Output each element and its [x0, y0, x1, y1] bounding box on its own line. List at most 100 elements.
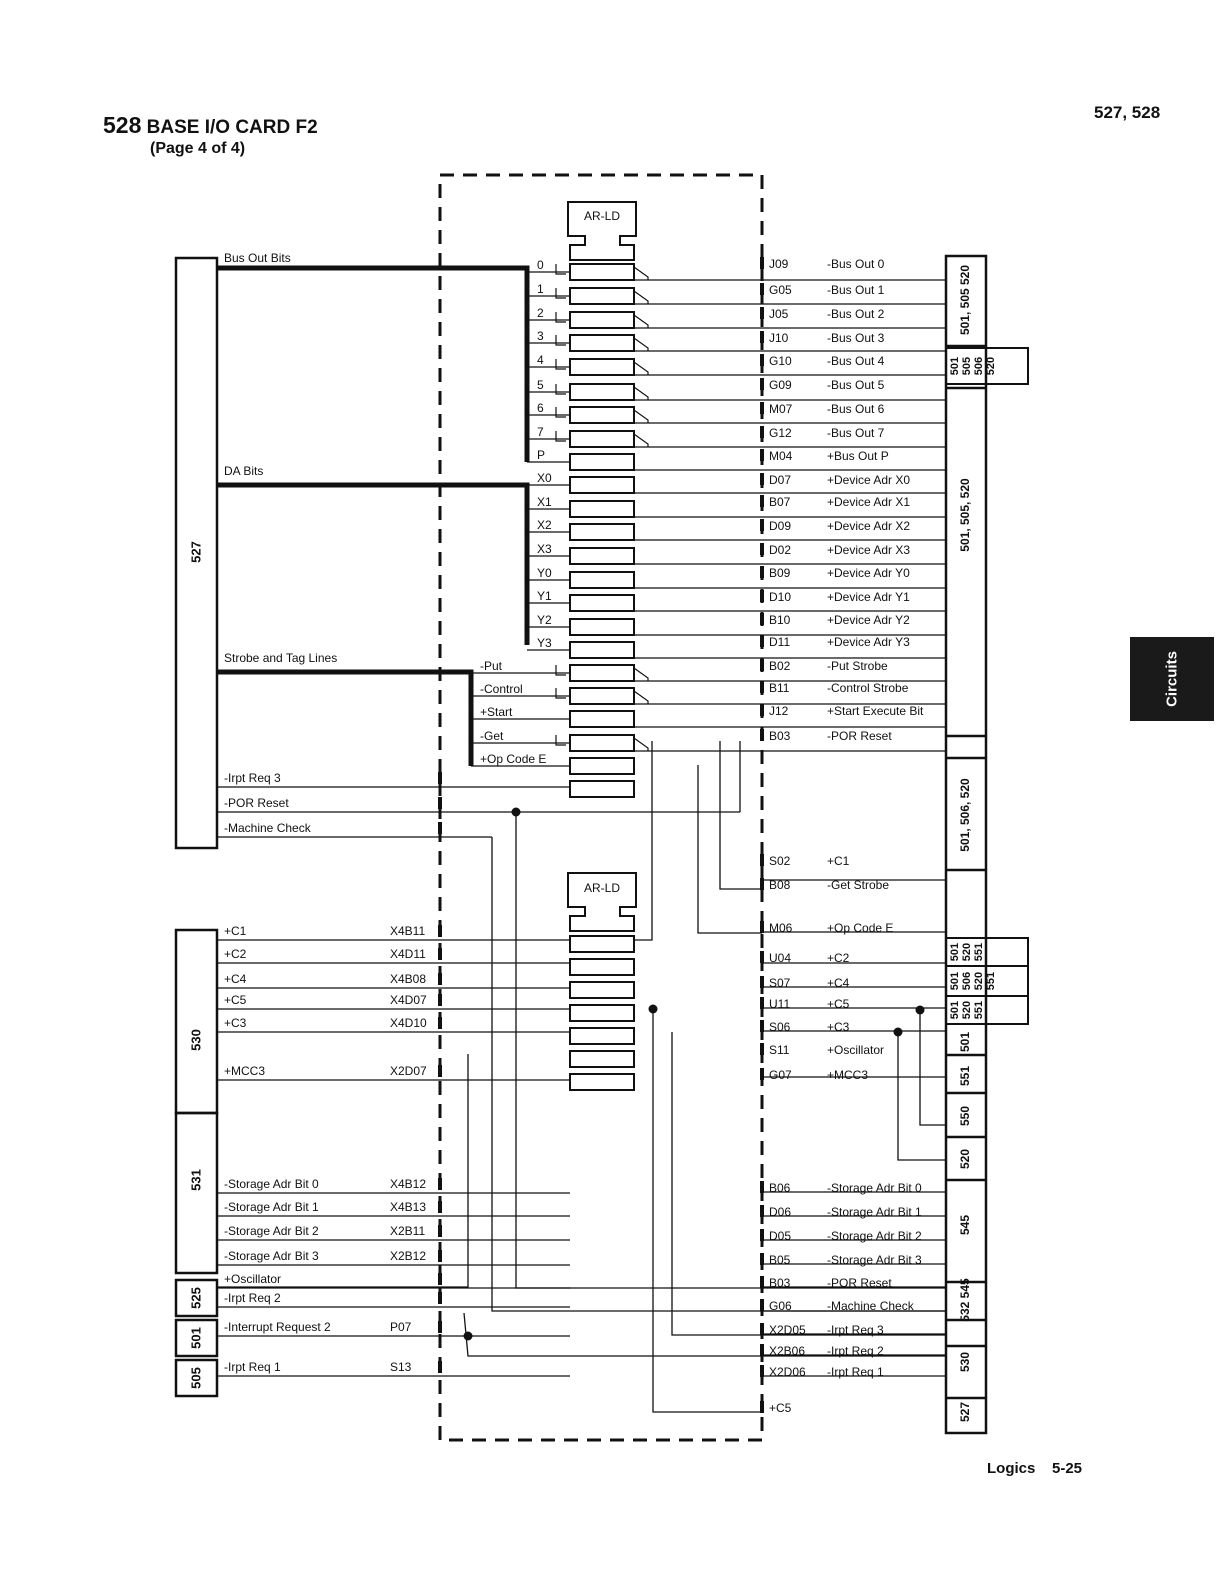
right-signal-label: +Bus Out P: [827, 449, 889, 463]
connector-pin-label: D11: [769, 635, 790, 649]
connector-pin-label: B07: [769, 495, 791, 509]
side-box-label: 501: [949, 357, 961, 375]
side-box-label: 520: [973, 972, 985, 990]
right-signal-label: +Device Adr X2: [827, 519, 910, 533]
c1-route: [634, 741, 653, 941]
connector-pin-mark: [438, 1201, 442, 1213]
chip-input-label: -Get: [480, 729, 504, 743]
left-signal-label: +C3: [224, 1016, 247, 1030]
right-signal-label: -Bus Out 5: [827, 378, 885, 392]
connector-pin-mark: [760, 1299, 764, 1311]
chip-input-label: -Control: [480, 682, 523, 696]
connector-pin-label: X2D06: [769, 1365, 806, 1379]
irpt-req3-route: [671, 1032, 946, 1336]
connector-pin-label: G12: [769, 426, 792, 440]
connector-pin-mark: [760, 473, 764, 485]
connector-pin-mark: [760, 331, 764, 343]
page-references: 527, 528: [1094, 103, 1161, 122]
connector-pin-mark: [760, 449, 764, 461]
side-box-label: 501: [949, 1001, 961, 1019]
chip-cell: [569, 958, 635, 976]
page-number: 528: [103, 112, 142, 138]
connector-pin-mark: [438, 1178, 442, 1190]
right-block-label: 520: [958, 1149, 972, 1169]
connector-pin-label: J12: [769, 704, 789, 718]
side-box-label: 551: [973, 943, 985, 961]
chip-header: [567, 872, 637, 932]
right-block-label: 551: [958, 1066, 972, 1086]
connector-pin-mark: [438, 948, 442, 960]
right-block-label: 501, 505 520: [958, 265, 972, 335]
chip-cell: [569, 594, 635, 612]
connector-pin-mark: [438, 1273, 442, 1285]
chip-cell: [569, 406, 635, 424]
output-mark: [633, 409, 649, 423]
connector-pin-label: B03: [769, 729, 791, 743]
connector-pin-label: B08: [769, 878, 791, 892]
right-signal-label: -Control Strobe: [827, 681, 909, 695]
connector-pin-mark: [438, 1361, 442, 1373]
chip-cell: [569, 1027, 635, 1045]
right-signal-label: -Bus Out 3: [827, 331, 885, 345]
output-mark: [633, 290, 649, 304]
output-mark: [633, 433, 649, 447]
chip-input-label: Y0: [537, 566, 552, 580]
right-block-label: 545: [958, 1215, 972, 1235]
right-signal-label: +Device Adr Y0: [827, 566, 910, 580]
left-block-531: [174, 1111, 219, 1275]
connector-pin-label: S02: [769, 854, 791, 868]
junction-dot: [648, 1004, 658, 1014]
connector-pin-mark: [760, 402, 764, 414]
left-block-label: 527: [188, 541, 203, 563]
chip-header: [567, 201, 637, 261]
left-block-label: 525: [188, 1287, 203, 1309]
right-signal-label: +Device Adr Y2: [827, 613, 910, 627]
connector-pin-label: G10: [769, 354, 792, 368]
right-signal-label: -Get Strobe: [827, 878, 889, 892]
connector-pin-mark: [760, 257, 764, 269]
output-mark: [633, 737, 649, 751]
left-pin-label: X4D10: [390, 1016, 427, 1030]
inverter-mark: [555, 735, 566, 746]
connector-pin-mark: [760, 566, 764, 578]
left-signal-label: -POR Reset: [224, 796, 289, 810]
title-text: BASE I/O CARD F2: [146, 117, 318, 138]
connector-pin-mark: [438, 925, 442, 937]
chip-cell: [569, 523, 635, 541]
connector-pin-mark: [760, 378, 764, 390]
connector-pin-label: M04: [769, 449, 793, 463]
chip-input-label: -Put: [480, 659, 503, 673]
connector-pin-mark: [760, 1068, 764, 1080]
connector-pin-mark: [760, 1276, 764, 1288]
connector-pin-label: S06: [769, 1020, 791, 1034]
chip-input-label: +Op Code E: [480, 752, 546, 766]
left-signal-label: -Storage Adr Bit 2: [224, 1224, 319, 1238]
inverter-mark: [555, 384, 566, 395]
strobe-tag-bus: [217, 669, 474, 766]
c3-route: [897, 1032, 946, 1161]
side-box-label: 501: [949, 943, 961, 961]
chip-label-ar-ld: AR-LD: [584, 209, 620, 223]
chip-cell: [569, 935, 635, 953]
left-signal-label: +C1: [224, 924, 247, 938]
right-signal-label: -Bus Out 6: [827, 402, 885, 416]
connector-pin-mark: [760, 1253, 764, 1265]
right-signal-label: -Storage Adr Bit 1: [827, 1205, 922, 1219]
section-tab[interactable]: Circuits: [1130, 637, 1214, 721]
output-mark: [633, 667, 649, 681]
group-label-bus-out: Bus Out Bits: [224, 251, 291, 265]
right-block-label: 501, 506, 520: [958, 778, 972, 852]
connector-pin-label: J10: [769, 331, 789, 345]
connector-pin-mark: [760, 426, 764, 438]
side-box-label: 501: [949, 972, 961, 990]
side-box: [945, 347, 1029, 385]
right-signal-label: -Put Strobe: [827, 659, 888, 673]
junction-dot: [463, 1331, 473, 1341]
output-mark: [633, 690, 649, 704]
right-signal-label: -Storage Adr Bit 2: [827, 1229, 922, 1243]
chip-input-label: 1: [537, 282, 544, 296]
connector-pin-label: B06: [769, 1181, 791, 1195]
connector-pin-mark: [760, 519, 764, 531]
inverter-mark: [555, 431, 566, 442]
connector-pin-label: +C5: [769, 1401, 792, 1415]
